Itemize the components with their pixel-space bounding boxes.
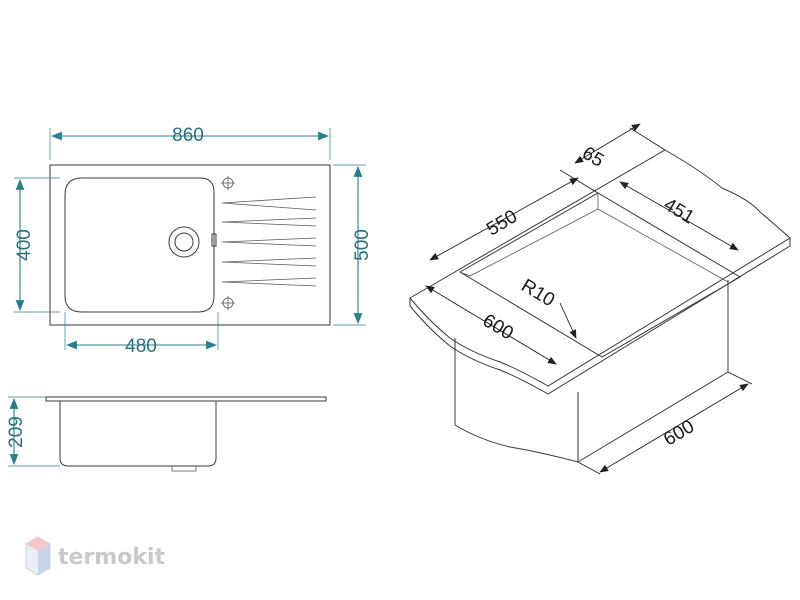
dim-label-500: 500 [352, 229, 373, 261]
dim-line-600-side [599, 383, 749, 473]
termokit-logo: termokit [25, 536, 165, 576]
sink-rim-profile [45, 396, 327, 402]
dim-label-400: 400 [14, 229, 35, 261]
dim-label-65: 65 [578, 143, 607, 172]
dim-label-550: 550 [483, 206, 521, 240]
sink-outline [49, 164, 331, 326]
sink-top-view: 860 400 500 480 [14, 125, 373, 357]
dim-label-600-front: 600 [479, 310, 517, 344]
drainboard-grooves [221, 196, 317, 287]
dim-line-600-front [425, 285, 557, 365]
logo-text: termokit [58, 545, 165, 570]
dim-line-65 [574, 123, 641, 164]
cabinet-front-panel [454, 338, 579, 463]
sink-side-view: 209 [6, 396, 327, 472]
countertop-front-edge [409, 238, 791, 395]
dim-leader-r10 [559, 302, 577, 339]
cabinet-isometric-view: 65 451 550 R10 600 600 [409, 123, 791, 475]
dim-label-860: 860 [172, 125, 204, 146]
drain-outlet-profile [171, 466, 197, 472]
overflow-slot [211, 233, 217, 247]
dim-label-209: 209 [6, 416, 27, 448]
faucet-hole-top-icon [221, 176, 235, 190]
drain-icon [168, 226, 200, 258]
dim-label-480: 480 [125, 336, 157, 357]
sink-bowl [64, 177, 215, 313]
dim-label-r10: R10 [517, 275, 558, 311]
cabinet-side-panel [577, 280, 729, 463]
sink-bowl-profile [59, 401, 217, 467]
dim-label-600-side: 600 [660, 416, 698, 450]
faucet-hole-bottom-icon [221, 296, 235, 310]
dim-line-550 [429, 177, 579, 261]
dim-line-451 [619, 181, 739, 251]
